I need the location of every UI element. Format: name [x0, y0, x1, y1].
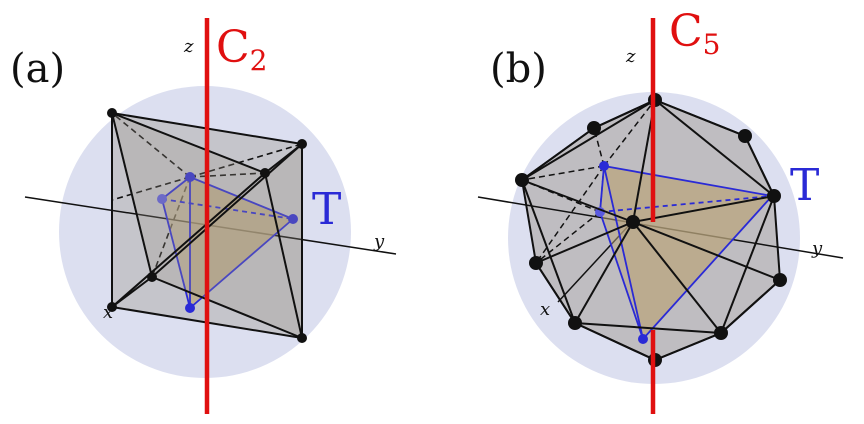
tetrahedron-label-a: T — [312, 184, 341, 235]
c5-label: C5 — [669, 6, 721, 61]
c2-label: C2 — [216, 22, 268, 77]
vertices-a — [107, 108, 307, 343]
tetrahedron-b — [595, 161, 773, 344]
y-axis-label-b: y — [811, 238, 823, 259]
vertices-b — [515, 93, 787, 367]
panel-b: (b) z y x C5 T — [477, 6, 844, 414]
tetrahedron-label-b: T — [790, 160, 819, 211]
z-axis-label-a: z — [183, 36, 194, 57]
panel-label-a: (a) — [10, 46, 65, 92]
x-axis-label-b: x — [540, 299, 550, 320]
panel-a: (a) z y x C2 T — [10, 18, 397, 414]
z-axis-label-b: z — [625, 46, 636, 67]
y-axis-label-a: y — [373, 231, 385, 252]
panel-label-b: (b) — [490, 46, 547, 92]
visible-edges-b — [520, 99, 782, 362]
x-axis-label-a: x — [103, 302, 113, 323]
tetrahedron-a — [157, 172, 298, 313]
